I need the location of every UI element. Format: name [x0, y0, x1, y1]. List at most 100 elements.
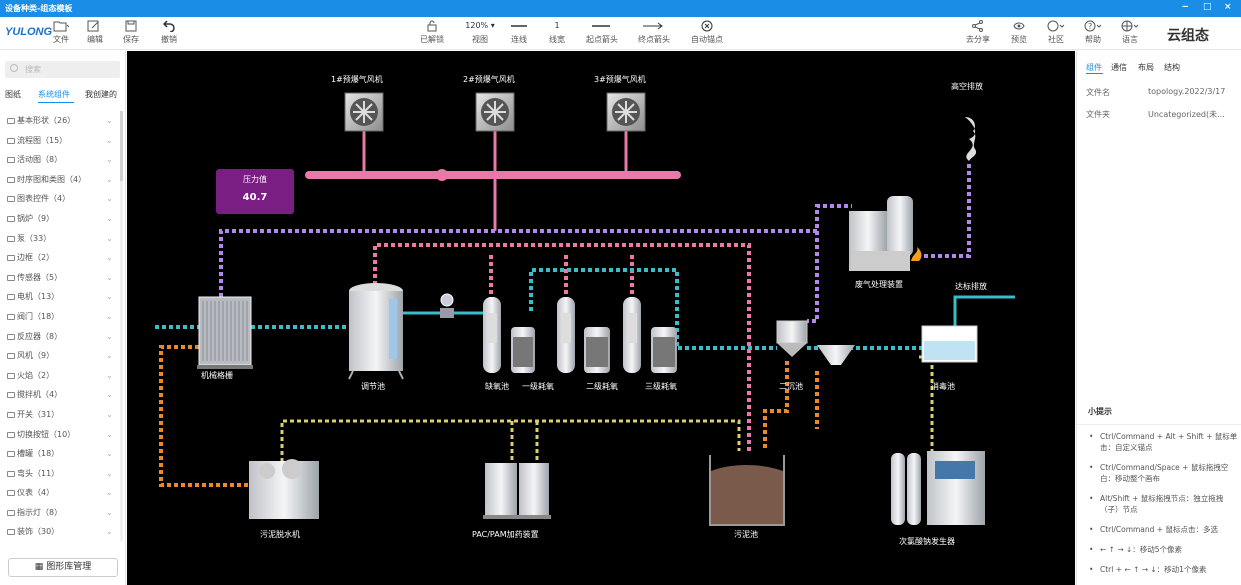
pressure-widget[interactable]: 压力值 40.7: [216, 169, 294, 214]
oxic-tank-2-label: 二级耗氧: [586, 382, 618, 391]
hypochlorite-generator[interactable]: [891, 451, 985, 525]
disinfection-tank[interactable]: [921, 325, 978, 363]
scada-canvas[interactable]: 1#预爆气风机 2#预爆气风机 3#预爆气风机 压力值 40.7 高空排放 废气…: [127, 51, 1075, 585]
language-menu[interactable]: 语言: [1120, 20, 1140, 48]
category-item[interactable]: 反应器（8）⌄: [0, 327, 124, 347]
category-item[interactable]: 风机（9）⌄: [0, 346, 124, 366]
exhaust-stack[interactable]: [965, 117, 977, 161]
search-input[interactable]: 搜索: [5, 61, 120, 78]
regulating-tank[interactable]: [348, 283, 404, 380]
oxic-tank-2[interactable]: [584, 297, 641, 373]
mechanical-screen[interactable]: [197, 296, 253, 369]
oxic-tank-1[interactable]: [557, 297, 575, 373]
share-button[interactable]: 去分享: [966, 20, 990, 48]
folder-icon: [7, 490, 15, 497]
help-menu[interactable]: ? 帮助: [1083, 20, 1103, 48]
category-item[interactable]: 活动图（8）⌄: [0, 150, 124, 170]
category-label: 基本形状（26）: [17, 116, 76, 125]
preview-button[interactable]: 预览: [1010, 20, 1028, 48]
maximize-button[interactable]: □: [1203, 2, 1212, 12]
library-manage-button[interactable]: ▦ 图形库管理: [8, 558, 118, 577]
fan-3[interactable]: [606, 92, 646, 132]
save-button[interactable]: 保存: [122, 20, 140, 48]
category-item[interactable]: 泵（33）⌄: [0, 229, 124, 249]
app-logo: YULONG: [5, 26, 53, 38]
category-item[interactable]: 锅炉（9）⌄: [0, 209, 124, 229]
chevron-down-icon: ⌄: [106, 233, 113, 243]
category-item[interactable]: 流程图（15）⌄: [0, 131, 124, 151]
start-arrow-dropdown[interactable]: 起点箭头: [586, 20, 618, 48]
flow-meter[interactable]: [440, 293, 454, 318]
fan-2[interactable]: [475, 92, 515, 132]
fan-1-label: 1#预爆气风机: [331, 75, 383, 84]
chevron-down-icon: ⌄: [106, 351, 113, 361]
tab-structure[interactable]: 结构: [1164, 63, 1180, 72]
tab-my-created[interactable]: 我创建的: [85, 90, 117, 99]
undo-button[interactable]: 撤销: [160, 20, 178, 48]
category-item[interactable]: 装饰（30）⌄: [0, 522, 124, 541]
category-item[interactable]: 电机（13）⌄: [0, 287, 124, 307]
chevron-down-icon: ⌄: [106, 116, 113, 125]
category-item[interactable]: 基本形状（26） ⌄: [0, 111, 124, 131]
category-item[interactable]: 火焰（2）⌄: [0, 366, 124, 386]
edit-label: 编辑: [87, 35, 103, 44]
anoxic-tank[interactable]: [483, 297, 535, 373]
category-label: 开关（31）: [17, 409, 60, 419]
tab-system-components[interactable]: 系统组件: [38, 90, 70, 99]
file-menu[interactable]: 文件: [52, 20, 70, 48]
pac-pam-dosing-unit[interactable]: [483, 463, 551, 519]
category-item[interactable]: 阀门（18）⌄: [0, 307, 124, 327]
standard-discharge-label: 达标排放: [955, 282, 987, 291]
folder-icon: [7, 431, 15, 438]
auto-anchor-toggle[interactable]: 自动锚点: [690, 20, 724, 48]
edit-menu[interactable]: 编辑: [86, 20, 104, 48]
filename-value[interactable]: topology.2022/3/17: [1148, 87, 1226, 96]
tab-layout[interactable]: 布局: [1138, 63, 1154, 72]
tab-drawings[interactable]: 图纸: [5, 90, 21, 99]
tab-communication[interactable]: 通信: [1111, 63, 1127, 72]
category-item[interactable]: 切换按钮（10）⌄: [0, 425, 124, 445]
category-item[interactable]: 边框（2）⌄: [0, 248, 124, 268]
oxic-tank-3[interactable]: [651, 327, 677, 373]
folder-icon: [7, 392, 15, 399]
zoom-dropdown[interactable]: 120% ▾ 视图: [463, 20, 497, 48]
hint-item: Ctrl/Command + Alt + Shift + 鼠标单击：自定义锚点: [1088, 431, 1238, 453]
sludge-dewatering-machine[interactable]: [249, 459, 319, 519]
exhaust-pipes: [219, 161, 971, 323]
folder-value[interactable]: Uncategorized(未...: [1148, 110, 1225, 119]
hint-divider: [1077, 424, 1241, 425]
lock-button[interactable]: 已解锁: [419, 20, 445, 48]
line-tool[interactable]: 连线: [509, 20, 529, 48]
sludge-pit[interactable]: [709, 455, 785, 526]
file-icon: [53, 21, 69, 32]
category-item[interactable]: 仪表（4）⌄: [0, 483, 124, 503]
category-item[interactable]: 时序图和类图（4）⌄: [0, 170, 124, 190]
category-item[interactable]: 指示灯（8）⌄: [0, 503, 124, 523]
category-item[interactable]: 传感器（5）⌄: [0, 268, 124, 288]
anoxic-tank-label: 缺氧池: [485, 382, 509, 391]
secondary-clarifier[interactable]: [776, 320, 855, 365]
category-item[interactable]: 搅拌机（4）⌄: [0, 385, 124, 405]
close-button[interactable]: ×: [1224, 2, 1232, 12]
folder-icon: [7, 255, 15, 262]
waste-gas-label: 废气处理装置: [855, 280, 903, 289]
tab-component[interactable]: 组件: [1086, 63, 1102, 72]
end-arrow-dropdown[interactable]: 终点箭头: [638, 20, 670, 48]
fan-1[interactable]: [344, 92, 384, 132]
category-item[interactable]: 图表控件（4）⌄: [0, 189, 124, 209]
category-item[interactable]: 开关（31）⌄: [0, 405, 124, 425]
category-label: 边框（2）: [17, 253, 55, 263]
scrollbar-thumb[interactable]: [120, 111, 123, 181]
chevron-down-icon: ⌄: [106, 311, 113, 321]
hint-item: Ctrl/Command + 鼠标点击：多选: [1088, 524, 1238, 535]
community-menu[interactable]: 社区: [1046, 20, 1066, 48]
view-label: 视图: [472, 35, 488, 44]
line-width-input[interactable]: 1 线宽: [547, 20, 567, 48]
category-item[interactable]: 槽罐（18）⌄: [0, 444, 124, 464]
line-width-value: 1: [554, 21, 560, 30]
category-scrollbar[interactable]: [120, 111, 123, 541]
globe-icon: [1121, 20, 1139, 32]
waste-gas-unit[interactable]: [849, 196, 922, 271]
category-item[interactable]: 弯头（11）⌄: [0, 464, 124, 484]
minimize-button[interactable]: ‒: [1182, 2, 1189, 12]
